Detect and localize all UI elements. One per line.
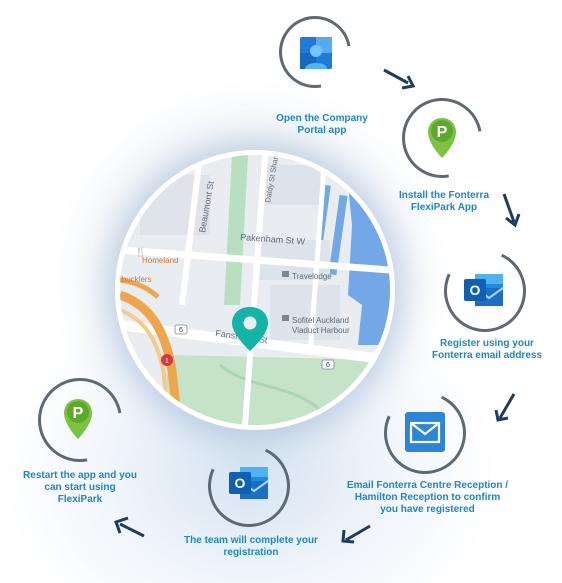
outlook-icon[interactable]: O bbox=[228, 463, 270, 503]
flexipark-icon[interactable]: P bbox=[427, 116, 457, 160]
svg-text:P: P bbox=[73, 405, 84, 422]
route-badge-1: 6 bbox=[179, 327, 183, 334]
arrow-1-to-2 bbox=[382, 66, 416, 95]
company-portal-icon[interactable] bbox=[299, 36, 333, 70]
svg-text:P: P bbox=[437, 124, 448, 141]
map-label-sofitel-2: Viaduct Harbour bbox=[292, 326, 350, 335]
arrow-2-to-3 bbox=[498, 192, 522, 233]
route-badge-2: 6 bbox=[326, 362, 330, 369]
map-circle: tage Beaumont St Daldy St Shared Pakenha… bbox=[115, 150, 395, 430]
outlook-icon[interactable]: O bbox=[463, 270, 505, 310]
mail-icon[interactable] bbox=[404, 411, 446, 453]
flexipark-icon[interactable]: P bbox=[63, 397, 93, 441]
map-label-travelodge: Travelodge bbox=[292, 272, 332, 281]
arrow-3-to-4 bbox=[494, 392, 518, 429]
map-label-pakenham: Pakenham St W bbox=[240, 232, 306, 247]
arrow-4-to-5 bbox=[340, 520, 372, 549]
location-pin-icon bbox=[232, 307, 268, 351]
svg-text:O: O bbox=[470, 282, 481, 298]
route-badge-3: 1 bbox=[165, 358, 169, 365]
street-map: tage Beaumont St Daldy St Shared Pakenha… bbox=[120, 155, 390, 425]
svg-text:O: O bbox=[235, 475, 246, 491]
arrow-5-to-6 bbox=[112, 516, 146, 545]
map-label-sofitel-1: Sofitel Auckland bbox=[292, 316, 349, 325]
svg-text:🍴: 🍴 bbox=[135, 246, 146, 258]
step-4-label: Email Fonterra Centre Reception /Hamilto… bbox=[346, 480, 509, 515]
map-label-bucklers: ibucklers bbox=[120, 275, 152, 284]
map-label-homeland: Homeland bbox=[142, 256, 178, 265]
